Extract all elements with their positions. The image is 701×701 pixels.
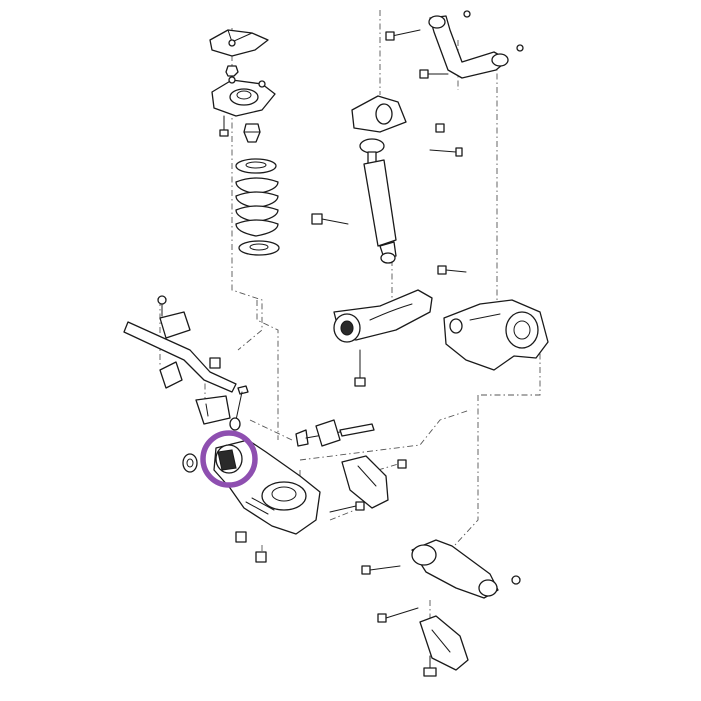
upper-strut-mount — [211, 76, 276, 117]
stabilizer-link — [229, 385, 249, 431]
stabilizer-nut — [209, 357, 221, 369]
toe-control-arm — [411, 539, 499, 599]
control-arm-lower-nut — [235, 501, 365, 563]
shock-absorber — [359, 138, 397, 264]
highlight-circle — [200, 430, 258, 488]
highlight-ring — [200, 430, 258, 488]
arm-bolts-top — [385, 10, 524, 79]
shock-lower-bolt — [311, 213, 349, 225]
stabilizer-bar — [123, 321, 237, 393]
shock-mount-bolts — [429, 123, 463, 157]
toe-arm-bolts — [361, 565, 521, 623]
lower-control-arm-bushing — [215, 444, 243, 474]
rear-knuckle — [443, 299, 549, 371]
bump-stop — [243, 123, 261, 143]
lower-rear-arm — [333, 289, 433, 343]
lower-bracket-bolt — [423, 655, 437, 677]
stabilizer-bracket — [195, 395, 231, 425]
bushing-washer — [182, 453, 198, 473]
stabilizer-bushing-right — [159, 361, 183, 389]
coil-spring — [235, 177, 279, 237]
lower-spring-insulator — [238, 240, 280, 256]
upper-rear-arm — [428, 15, 509, 79]
arm-mount-bolt — [354, 265, 467, 387]
shock-upper-mount — [351, 95, 407, 133]
upper-spring-seat-plate — [209, 29, 269, 57]
lower-bracket — [419, 615, 469, 671]
control-arm-bracket — [341, 455, 407, 509]
stabilizer-bushing-left — [157, 295, 191, 339]
top-nut — [225, 65, 239, 77]
upper-spring-insulator — [235, 158, 277, 174]
mount-bolt — [219, 115, 229, 137]
